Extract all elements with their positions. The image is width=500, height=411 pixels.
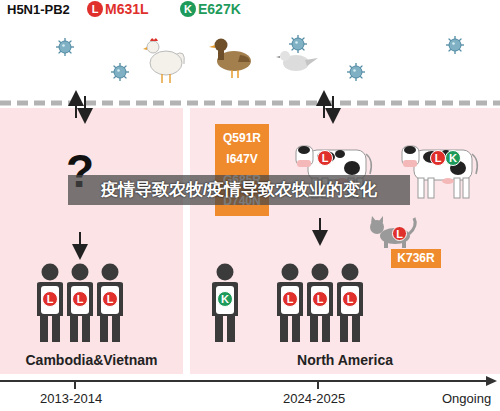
marker-letter: L xyxy=(317,293,324,305)
marker-letter: K xyxy=(221,293,229,305)
region-panel: North AmericaQ591R I647V G685R D740NLLKL… xyxy=(190,108,500,374)
duck-icon xyxy=(209,39,251,79)
legend-letter: L xyxy=(87,1,103,17)
legend-text: E627K xyxy=(198,1,241,17)
timeline-date: 2024-2025 xyxy=(283,391,345,406)
mutation-marker: L xyxy=(312,291,328,307)
watermark: 疫情导致农牧/疫情导致农牧业的变化 xyxy=(68,175,410,205)
legend-text: M631L xyxy=(105,1,149,17)
panel-fill xyxy=(0,108,183,374)
marker-letter: L xyxy=(287,293,294,305)
mutation-marker: L xyxy=(282,291,298,307)
marker-letter: L xyxy=(347,293,354,305)
mutation-marker: L xyxy=(392,226,407,241)
marker-letter: L xyxy=(435,152,442,164)
mutation-marker: K xyxy=(445,150,461,166)
legend-letter: K xyxy=(180,1,196,17)
marker-letter: L xyxy=(107,293,114,305)
mutation-marker: L xyxy=(42,291,58,307)
timeline-date: 2013-2014 xyxy=(40,391,102,406)
region-name: Cambodia&Vietnam xyxy=(0,352,183,368)
mutation-box: K736R xyxy=(391,249,441,268)
mutation-text: K736R xyxy=(397,252,434,265)
mutation-marker: L xyxy=(102,291,118,307)
region-name: North America xyxy=(190,352,500,368)
marker-letter: L xyxy=(396,228,403,240)
mutation-marker: L xyxy=(430,150,446,166)
marker-letter: L xyxy=(77,293,84,305)
mutation-marker: L xyxy=(317,150,333,166)
mutation-marker: L xyxy=(72,291,88,307)
chicken-icon xyxy=(143,38,184,83)
timeline-date: Ongoing xyxy=(442,391,491,406)
mutation-marker: L xyxy=(342,291,358,307)
marker-letter: L xyxy=(322,152,329,164)
diagram-title: H5N1-PB2 xyxy=(7,2,70,17)
bird-icon xyxy=(276,51,318,71)
cat-icon xyxy=(370,216,415,248)
panel-fill xyxy=(190,108,500,374)
marker-letter: L xyxy=(47,293,54,305)
marker-letter: K xyxy=(449,152,457,164)
mutation-marker: K xyxy=(217,291,233,307)
